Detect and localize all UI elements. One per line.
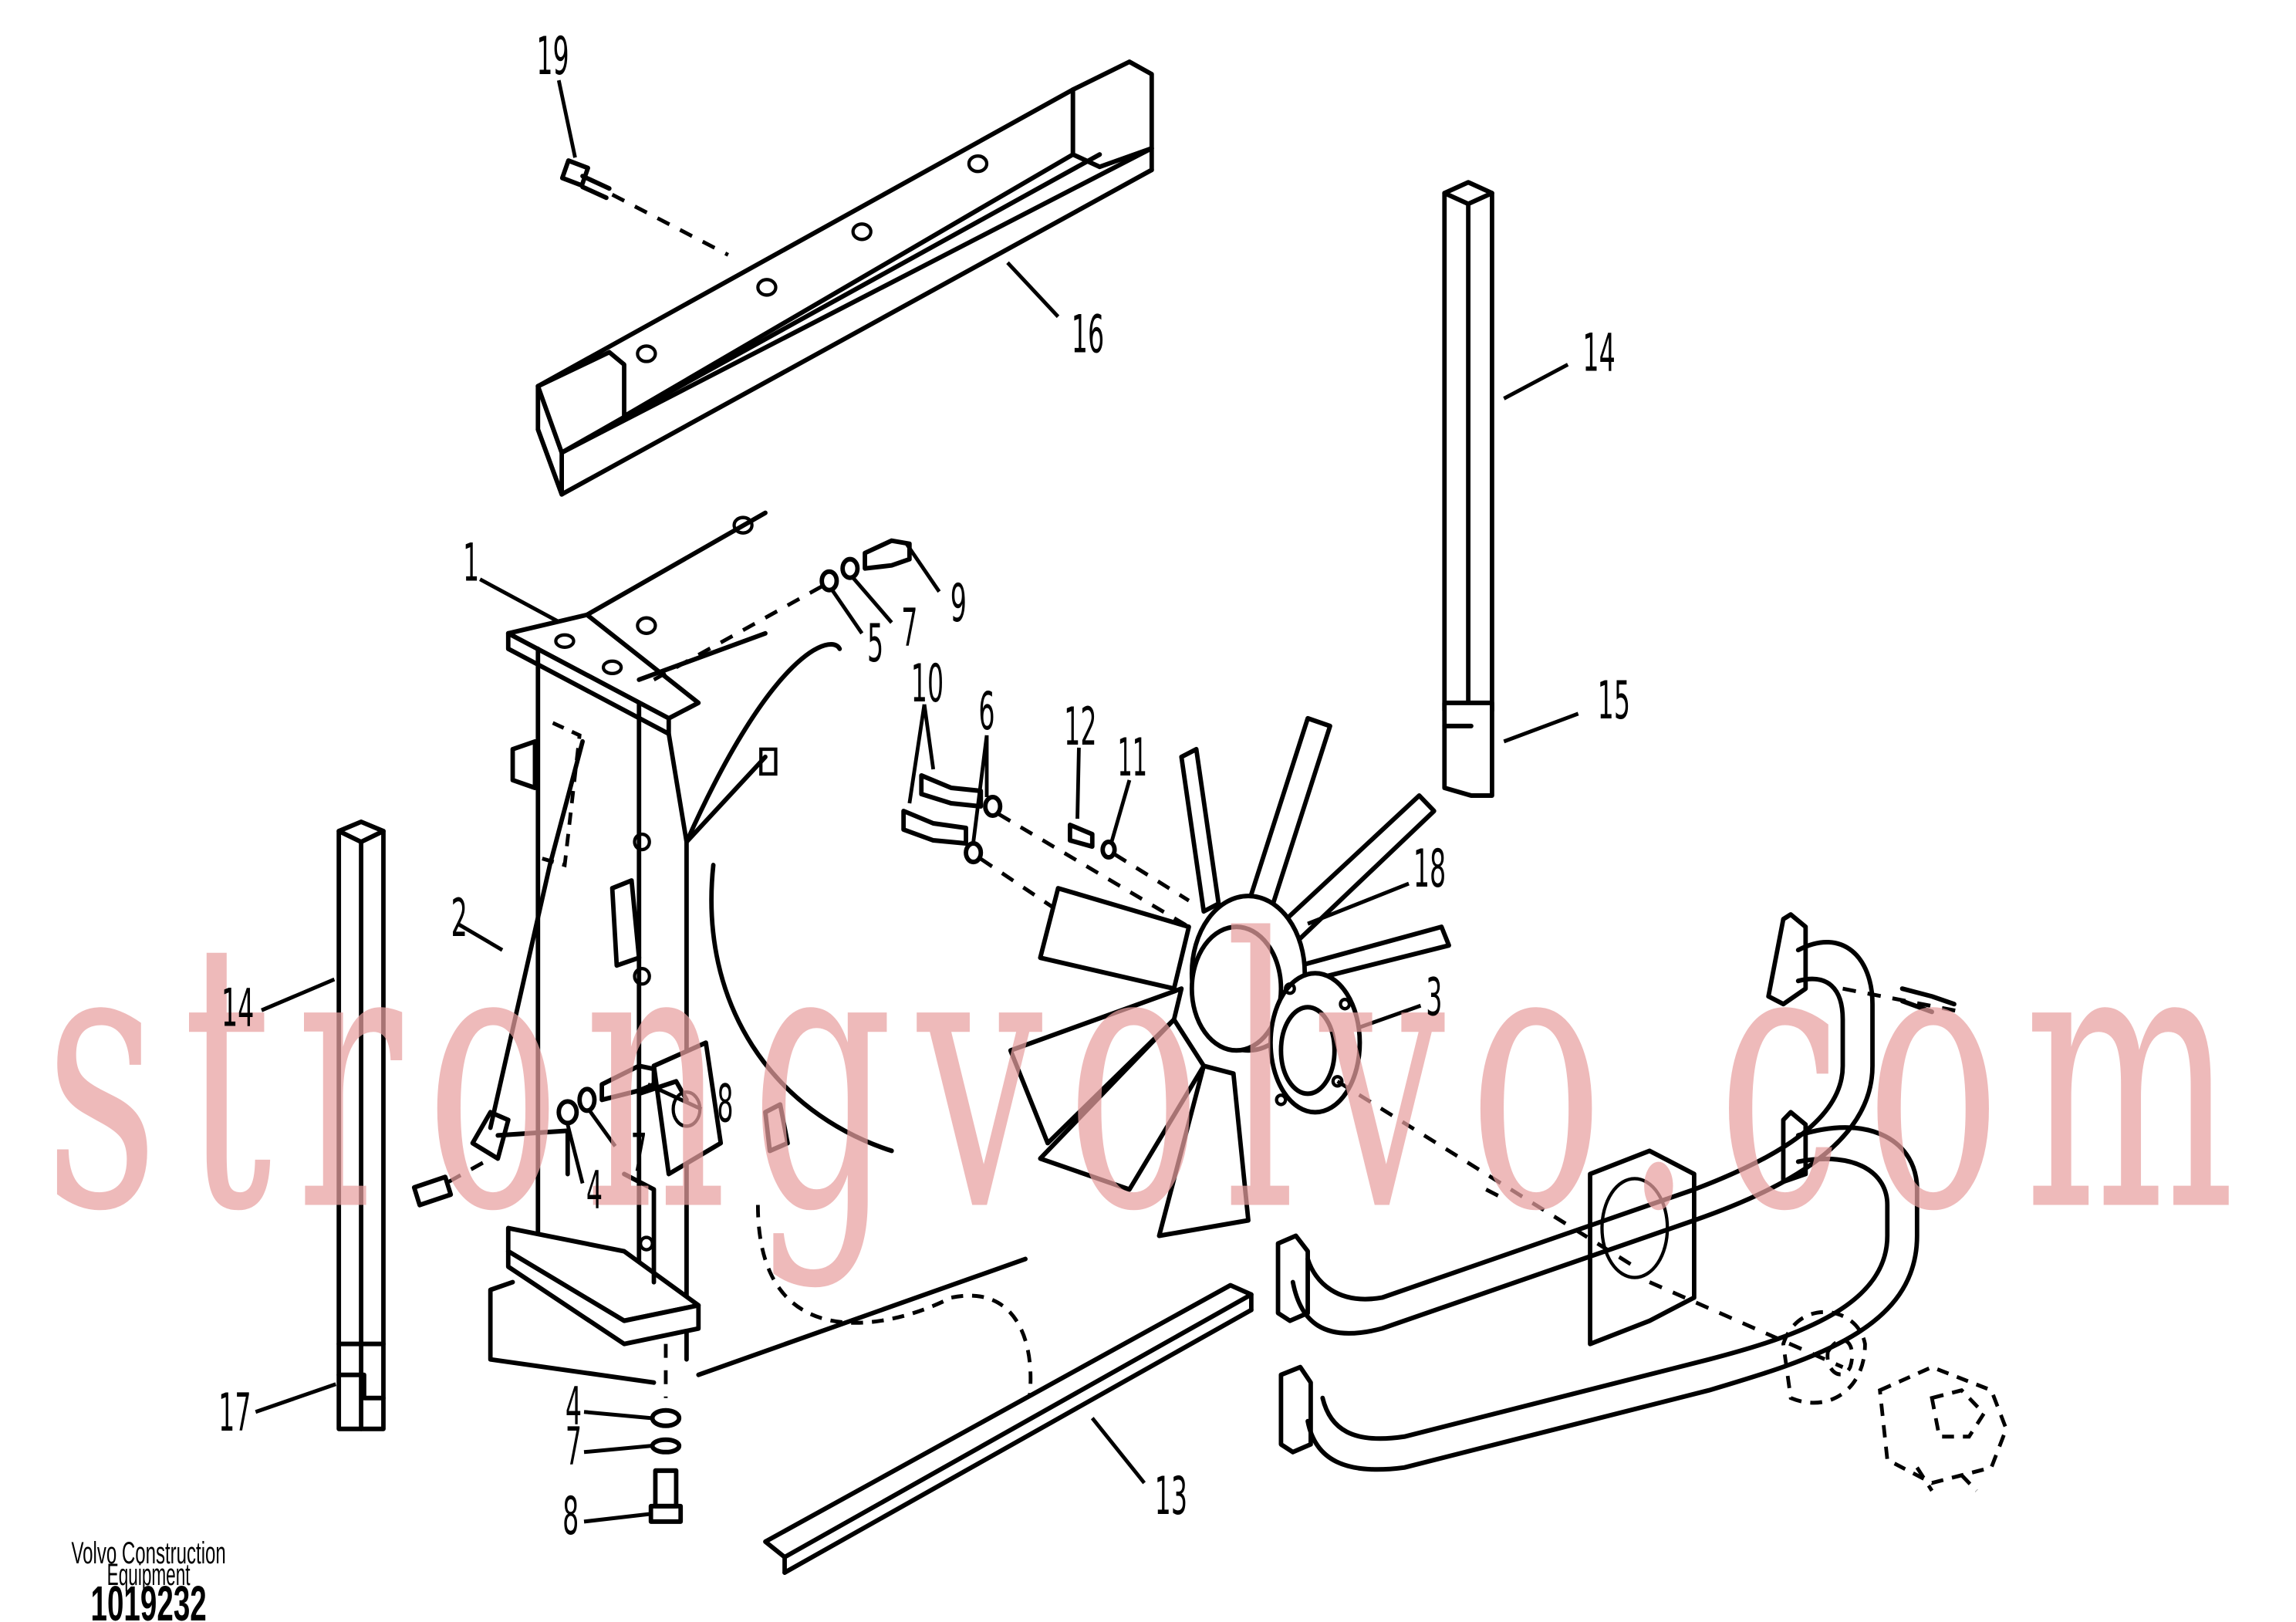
callout-10: 10 [911,653,944,714]
callout-14-right: 14 [1582,322,1615,383]
part-19-bolt [559,158,729,257]
callout-13: 13 [1155,1465,1187,1526]
callout-6: 6 [978,681,994,742]
radiator-pipes [1275,912,1963,1472]
callout-7-mid: 7 [631,1122,647,1183]
parts-5-7-9-fasteners [653,538,912,682]
ghost-pump-assembly [1781,1309,2008,1492]
callout-11: 11 [1118,727,1148,788]
callout-2: 2 [451,887,468,948]
callout-17: 17 [218,1382,251,1443]
callout-5-top: 5 [867,613,883,674]
callout-4-mid: 4 [586,1159,603,1220]
callout-16: 16 [1072,303,1104,364]
drawing-number: 1019232 [90,1576,206,1622]
callout-1: 1 [463,532,479,593]
parts-10-6-fasteners [901,772,1190,991]
callout-leaders [255,79,1579,1524]
watermark-text: strongvolvo.com [45,861,2259,1293]
part-14-right-post [1442,180,1494,798]
callout-15: 15 [1598,670,1630,731]
callout-7-bottom: 7 [566,1416,582,1477]
callout-8-bottom: 8 [562,1485,579,1546]
company-name-line1: Volvo Construction [71,1536,225,1570]
parts-4-7-8-bottom-fasteners [648,1343,684,1524]
part-13-bar [763,1282,1254,1575]
callout-8-mid: 8 [717,1073,733,1134]
drawing-footer: Volvo Construction Equipment 1019232 [71,1536,225,1622]
callout-3: 3 [1426,966,1442,1027]
part-1-radiator-frame [411,510,1033,1422]
callout-labels: 19 16 14 15 1 9 5 7 10 6 12 11 18 3 2 14… [218,25,1630,1546]
part-14-left-post [336,819,386,1431]
callout-18: 18 [1413,838,1446,899]
callout-7-top: 7 [901,597,917,658]
part-18-fan [1008,715,1636,1269]
callout-12: 12 [1064,696,1096,757]
part-16-top-beam [535,59,1154,497]
callout-9: 9 [950,573,967,634]
callout-14-left: 14 [221,977,254,1038]
company-name-line2: Equipment [107,1557,191,1592]
parts-4-7-8-mid-fasteners [556,1063,689,1126]
callout-4-bottom: 4 [566,1376,582,1437]
callout-19: 19 [536,25,569,86]
